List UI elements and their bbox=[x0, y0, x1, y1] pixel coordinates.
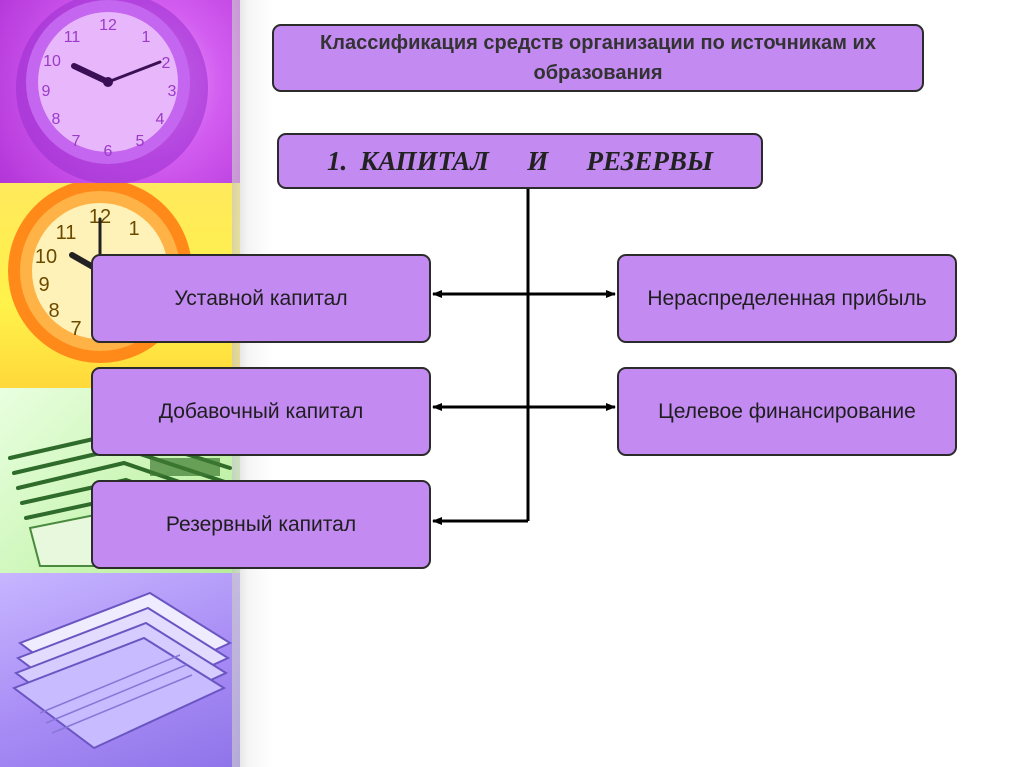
svg-text:9: 9 bbox=[42, 83, 51, 100]
node-neraspredelennaya-pribyl: Нераспределенная прибыль bbox=[617, 254, 957, 343]
svg-text:10: 10 bbox=[43, 53, 61, 70]
paper-stack-violet-image bbox=[0, 573, 240, 767]
svg-text:2: 2 bbox=[162, 55, 171, 72]
svg-text:7: 7 bbox=[70, 318, 81, 340]
node-ustavnoy-kapital: Уставной капитал bbox=[91, 254, 431, 343]
node-celevoe-finansirovanie: Целевое финансирование bbox=[617, 367, 957, 456]
svg-text:8: 8 bbox=[48, 300, 59, 322]
node-dobavochny-kapital: Добавочный капитал bbox=[91, 367, 431, 456]
svg-text:7: 7 bbox=[72, 133, 81, 150]
svg-text:8: 8 bbox=[52, 111, 61, 128]
svg-text:4: 4 bbox=[156, 111, 165, 128]
svg-text:6: 6 bbox=[104, 143, 113, 160]
node-rezervny-kapital: Резервный капитал bbox=[91, 480, 431, 569]
root-node-label: 1. КАПИТАЛ И РЕЗЕРВЫ bbox=[326, 145, 713, 176]
svg-text:1: 1 bbox=[128, 218, 139, 240]
wall-clock-purple-image: 12 1 2 3 4 5 6 7 8 9 10 11 bbox=[0, 0, 240, 183]
node-label: Добавочный капитал bbox=[158, 400, 364, 423]
svg-text:12: 12 bbox=[99, 17, 117, 34]
diagram-title: Классификация средств организации по ист… bbox=[272, 24, 924, 92]
diagram-title-text: Классификация средств организации по ист… bbox=[320, 32, 876, 84]
svg-text:11: 11 bbox=[56, 222, 77, 244]
node-label: Резервный капитал bbox=[165, 513, 357, 536]
svg-text:9: 9 bbox=[38, 274, 49, 296]
root-node-capital-and-reserves: 1. КАПИТАЛ И РЕЗЕРВЫ bbox=[277, 133, 763, 189]
svg-text:5: 5 bbox=[136, 133, 145, 150]
svg-text:1: 1 bbox=[142, 29, 151, 46]
svg-text:11: 11 bbox=[64, 29, 81, 46]
svg-text:10: 10 bbox=[35, 246, 57, 268]
node-label: Целевое финансирование bbox=[658, 400, 916, 423]
node-label: Нераспределенная прибыль bbox=[647, 287, 927, 310]
svg-text:3: 3 bbox=[168, 83, 177, 100]
svg-text:12: 12 bbox=[89, 206, 111, 228]
node-label: Уставной капитал bbox=[174, 287, 348, 310]
